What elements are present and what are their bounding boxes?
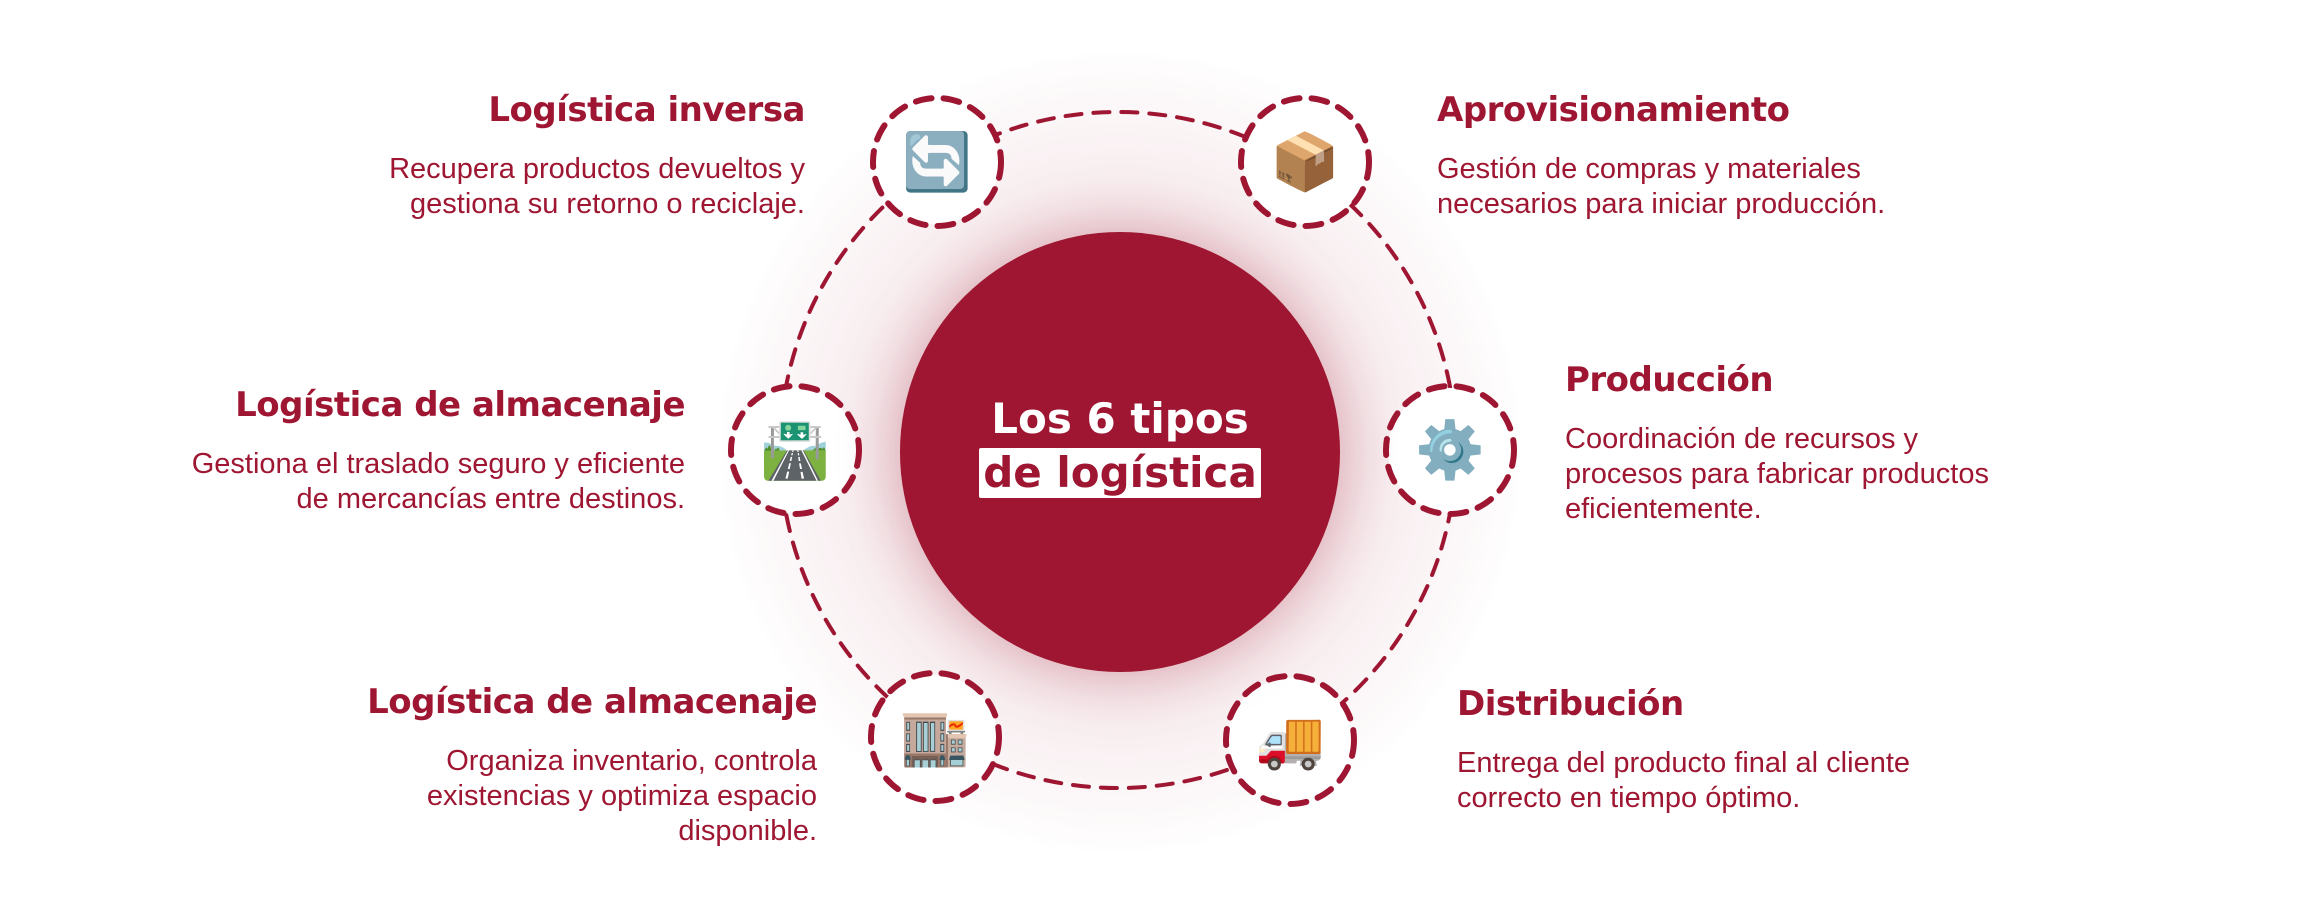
node-ring-bottom-right <box>1223 673 1357 807</box>
type-distribucion: Distribución Entrega del producto final … <box>1457 684 2057 816</box>
type-description-line: necesarios para iniciar producción. <box>1437 188 1886 220</box>
department-store-icon: 🏬 <box>900 705 970 768</box>
center-title-line1: Los 6 tipos <box>991 394 1249 443</box>
type-description-line: procesos para fabricar productos <box>1565 458 1989 490</box>
type-description-line: de mercancías entre destinos. <box>296 483 685 515</box>
node-ring-bottom-left <box>868 670 1002 804</box>
counterclockwise-arrows-icon: 🔄 <box>902 130 972 193</box>
center-title: Los 6 tipos de logística <box>900 392 1340 500</box>
type-description-line: Coordinación de recursos y <box>1565 423 1919 455</box>
package-icon: 📦 <box>1270 130 1340 193</box>
type-aprovisionamiento: Aprovisionamiento Gestión de compras y m… <box>1437 90 2037 222</box>
motorway-icon: 🛣️ <box>760 418 830 481</box>
type-title: Logística de almacenaje <box>367 682 817 722</box>
type-description-line: Gestión de compras y materiales <box>1437 153 1861 185</box>
type-title: Producción <box>1565 360 1774 400</box>
node-ring-top-left <box>870 95 1004 229</box>
type-title: Distribución <box>1457 684 1684 724</box>
center-circle: Los 6 tipos de logística <box>900 232 1340 672</box>
type-description-line: Gestiona el traslado seguro y eficiente <box>191 448 685 480</box>
type-description-line: gestiona su retorno o reciclaje. <box>410 188 805 220</box>
type-title: Logística inversa <box>488 90 805 130</box>
type-logistica-de-almacenaje-transporte: Logística de almacenaje Gestiona el tras… <box>65 385 686 517</box>
delivery-truck-icon: 🚚 <box>1255 708 1325 771</box>
type-description-line: existencias y optimiza espacio <box>426 780 817 812</box>
type-description-line: correcto en tiempo óptimo. <box>1457 782 1801 814</box>
node-ring-middle-right <box>1383 383 1517 517</box>
type-logistica-inversa: Logística inversa Recupera productos dev… <box>245 90 805 222</box>
type-description-line: Recupera productos devueltos y <box>389 153 805 185</box>
type-description-line: disponible. <box>678 815 817 847</box>
type-logistica-de-almacenaje: Logística de almacenaje Organiza inventa… <box>217 682 817 849</box>
type-produccion: Producción Coordinación de recursos y pr… <box>1565 360 2165 527</box>
gear-icon: ⚙️ <box>1415 418 1485 481</box>
type-description-line: Organiza inventario, controla <box>446 745 817 777</box>
node-ring-top-right <box>1238 95 1372 229</box>
center-title-line2-highlight: de logística <box>979 448 1261 498</box>
type-title: Aprovisionamiento <box>1437 90 1790 130</box>
type-description-line: eficientemente. <box>1565 493 1762 525</box>
type-title: Logística de almacenaje <box>235 385 685 425</box>
type-description-line: Entrega del producto final al cliente <box>1457 747 1911 779</box>
node-ring-middle-left <box>728 383 862 517</box>
